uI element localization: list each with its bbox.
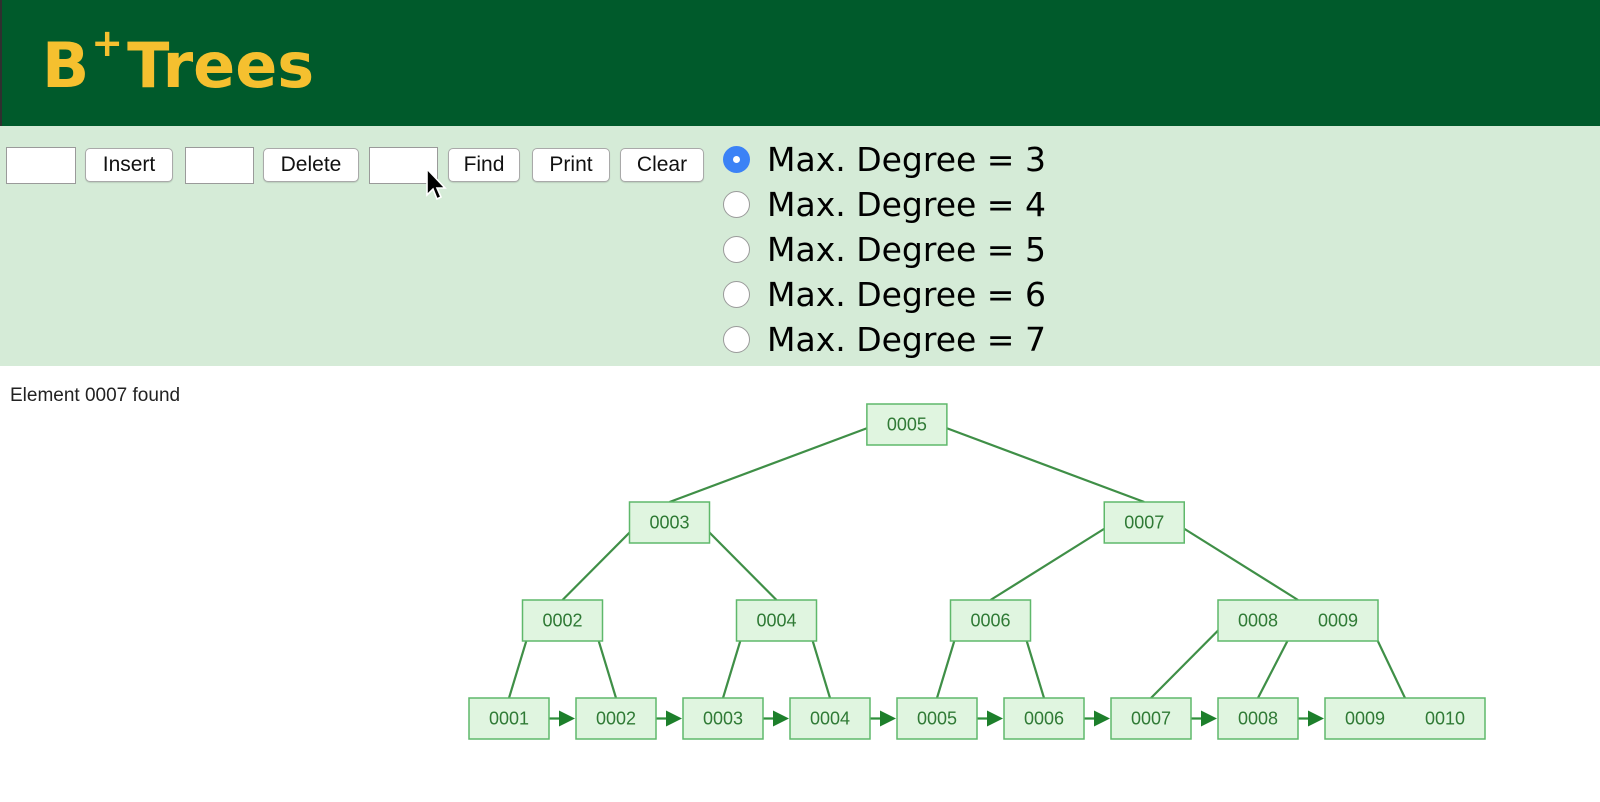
tree-node-key: 0007: [1131, 709, 1171, 729]
tree-node-key: 0005: [887, 415, 927, 435]
tree-node-key: 0002: [596, 709, 636, 729]
degree-radio-4[interactable]: [723, 191, 750, 218]
page-title: B+Trees: [42, 24, 315, 102]
tree-edge: [1173, 521, 1299, 601]
tree-node-key: 0007: [1124, 513, 1164, 533]
tree-node-key: 0003: [649, 513, 689, 533]
tree-node-key: 0001: [489, 709, 529, 729]
leaf-link-arrow-icon: [773, 710, 789, 727]
delete-button[interactable]: Delete: [263, 148, 359, 182]
insert-button[interactable]: Insert: [85, 148, 173, 182]
tree-leaf-node: 0006: [1003, 697, 1085, 740]
tree-node-box: [682, 697, 764, 740]
tree-leaf-node: 0007: [1110, 697, 1192, 740]
print-button[interactable]: Print: [532, 148, 610, 182]
leaf-link-arrow-icon: [880, 710, 896, 727]
degree-option-5[interactable]: Max. Degree = 5: [723, 227, 1046, 272]
degree-option-4[interactable]: Max. Degree = 4: [723, 182, 1046, 227]
clear-button[interactable]: Clear: [620, 148, 704, 182]
tree-node-box: [866, 403, 948, 446]
find-input[interactable]: [369, 147, 438, 184]
degree-label-6: Max. Degree = 6: [767, 275, 1046, 314]
find-button[interactable]: Find: [448, 148, 520, 182]
degree-label-5: Max. Degree = 5: [767, 230, 1046, 269]
leaf-link-arrow-icon: [987, 710, 1003, 727]
tree-node-box: [628, 501, 711, 544]
tree-node-key: 0009: [1345, 709, 1385, 729]
delete-input[interactable]: [185, 147, 254, 184]
tree-node-box: [789, 697, 871, 740]
tree-node-box: [896, 697, 978, 740]
status-message: Element 0007 found: [10, 385, 181, 406]
tree-edge: [989, 521, 1115, 601]
tree-node-key: 0010: [1425, 709, 1465, 729]
tree-node-key: 0006: [970, 611, 1010, 631]
tree-internal-node: 0006: [949, 599, 1032, 642]
tree-leaf-node: 0009 0010: [1324, 697, 1486, 740]
header-bar: B+Trees: [0, 0, 1600, 126]
tree-node-key: 0008: [1238, 611, 1278, 631]
tree-internal-node: 0002: [521, 599, 604, 642]
title-rest: Trees: [127, 29, 315, 102]
tree-node-box: [735, 599, 818, 642]
tree-edge: [1150, 619, 1229, 699]
tree-leaf-node: 0005: [896, 697, 978, 740]
mouse-cursor-icon: [426, 168, 447, 201]
degree-radio-3[interactable]: [723, 146, 750, 173]
degree-option-7[interactable]: Max. Degree = 7: [723, 317, 1046, 362]
tree-node-key: 0002: [542, 611, 582, 631]
leaf-link-arrow-icon: [559, 710, 575, 727]
title-main: B: [42, 29, 90, 102]
tree-leaf-node: 0002: [575, 697, 657, 740]
tree-internal-node: 0007: [1103, 501, 1185, 544]
tree-root-node: 0005: [866, 403, 948, 446]
tree-node-box: [468, 697, 550, 740]
tree-node-box: [1003, 697, 1085, 740]
tree-leaf-node: 0004: [789, 697, 871, 740]
tree-internal-node: 0004: [735, 599, 818, 642]
degree-label-3: Max. Degree = 3: [767, 140, 1046, 179]
tree-edge: [936, 423, 1145, 504]
tree-leaf-node: 0003: [682, 697, 764, 740]
control-panel: Insert Delete Find Print Clear Max. Degr…: [0, 126, 1600, 366]
degree-label-7: Max. Degree = 7: [767, 320, 1046, 359]
tree-node-key: 0008: [1238, 709, 1278, 729]
tree-internal-node: 0003: [628, 501, 711, 544]
tree-node-box: [1110, 697, 1192, 740]
tree-node-box: [949, 599, 1032, 642]
tree-node-key: 0006: [1024, 709, 1064, 729]
degree-radio-7[interactable]: [723, 326, 750, 353]
tree-edge: [669, 423, 878, 504]
tree-internal-node: 0008 0009: [1217, 599, 1379, 642]
bplus-tree-canvas: 0005 0003 0007 0002 0004 0006 0008 0009 0001 0002…: [468, 403, 1486, 740]
tree-node-key: 0005: [917, 709, 957, 729]
leaf-link-arrow-icon: [1201, 710, 1217, 727]
tree-leaf-node: 0008: [1217, 697, 1299, 740]
title-superscript: +: [91, 21, 124, 65]
tree-edge: [561, 521, 641, 601]
degree-option-6[interactable]: Max. Degree = 6: [723, 272, 1046, 317]
tree-node-key: 0004: [756, 611, 796, 631]
tree-node-key: 0004: [810, 709, 850, 729]
leaf-link-arrow-icon: [1094, 710, 1110, 727]
insert-input[interactable]: [6, 147, 76, 184]
tree-leaf-node: 0001: [468, 697, 550, 740]
leaf-link-arrow-icon: [666, 710, 682, 727]
tree-node-box: [521, 599, 604, 642]
tree-node-box: [1103, 501, 1185, 544]
leaf-link-arrow-icon: [1308, 710, 1324, 727]
tree-node-box: [575, 697, 657, 740]
degree-radio-5[interactable]: [723, 236, 750, 263]
degree-radio-6[interactable]: [723, 281, 750, 308]
tree-node-key: 0003: [703, 709, 743, 729]
tree-node-box: [1217, 599, 1379, 642]
tree-node-box: [1324, 697, 1486, 740]
degree-option-3[interactable]: Max. Degree = 3: [723, 137, 1046, 182]
tree-node-key: 0009: [1318, 611, 1358, 631]
tree-node-box: [1217, 697, 1299, 740]
degree-label-4: Max. Degree = 4: [767, 185, 1046, 224]
tree-edge: [698, 521, 778, 601]
